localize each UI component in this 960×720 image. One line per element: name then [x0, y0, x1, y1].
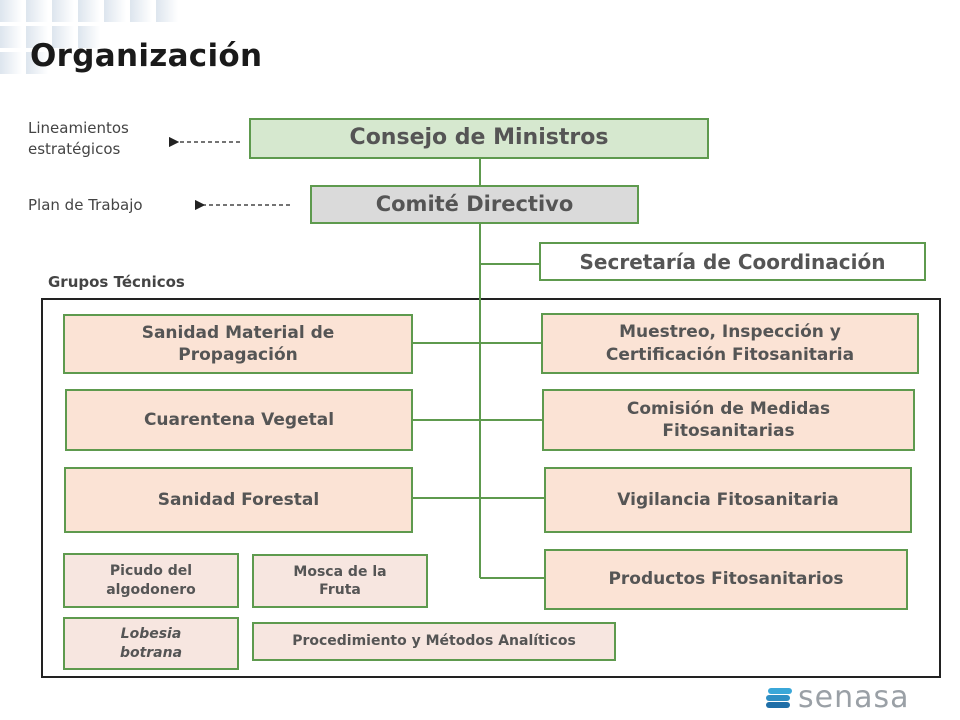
secretaria-de-coordinacion-box: Secretaría de Coordinación — [539, 242, 926, 281]
senasa-logo-text: senasa — [798, 680, 910, 715]
senasa-logo-icon — [766, 688, 792, 708]
consejo-de-ministros-box: Consejo de Ministros — [249, 118, 709, 159]
picudo-label: Picudo del algodonero — [106, 563, 196, 598]
lineamientos-label: Lineamientos estratégicos — [28, 119, 129, 158]
senasa-logo: senasa — [766, 683, 910, 713]
cuarentena-vegetal-label: Cuarentena Vegetal — [143, 409, 335, 430]
productos-box: Productos Fitosanitarios — [544, 549, 908, 610]
sanidad-material-box: Sanidad Material de Propagación — [63, 314, 413, 374]
consejo-de-ministros-label: Consejo de Ministros — [349, 125, 609, 151]
comision-label: Comisión de Medidas Fitosanitarias — [626, 398, 831, 441]
comite-directivo-label: Comité Directivo — [375, 191, 574, 216]
cuarentena-vegetal-box: Cuarentena Vegetal — [65, 389, 413, 451]
comite-directivo-box: Comité Directivo — [310, 185, 639, 224]
grupos-tecnicos-label: Grupos Técnicos — [48, 273, 185, 291]
grupos-tecnicos-frame — [41, 298, 941, 678]
lobesia-label: Lobesia botrana — [119, 626, 183, 661]
procedimiento-box: Procedimiento y Métodos Analíticos — [252, 622, 616, 661]
secretaria-de-coordinacion-label: Secretaría de Coordinación — [579, 249, 886, 274]
vigilancia-label: Vigilancia Fitosanitaria — [617, 489, 839, 510]
plan-de-trabajo-label: Plan de Trabajo — [28, 196, 143, 214]
muestreo-label: Muestreo, Inspección y Certificación Fit… — [605, 322, 855, 365]
lobesia-box: Lobesia botrana — [63, 617, 239, 670]
sanidad-material-label: Sanidad Material de Propagación — [141, 322, 335, 365]
sanidad-forestal-box: Sanidad Forestal — [64, 467, 413, 533]
vigilancia-box: Vigilancia Fitosanitaria — [544, 467, 912, 533]
mosca-box: Mosca de la Fruta — [252, 554, 428, 608]
decorative-grid — [0, 0, 178, 74]
picudo-box: Picudo del algodonero — [63, 553, 239, 608]
productos-label: Productos Fitosanitarios — [608, 569, 844, 590]
muestreo-box: Muestreo, Inspección y Certificación Fit… — [541, 313, 919, 374]
mosca-label: Mosca de la Fruta — [293, 563, 387, 598]
sanidad-forestal-label: Sanidad Forestal — [157, 489, 320, 510]
procedimiento-label: Procedimiento y Métodos Analíticos — [292, 633, 576, 650]
comision-box: Comisión de Medidas Fitosanitarias — [542, 389, 915, 451]
page-title: Organización — [30, 38, 263, 74]
